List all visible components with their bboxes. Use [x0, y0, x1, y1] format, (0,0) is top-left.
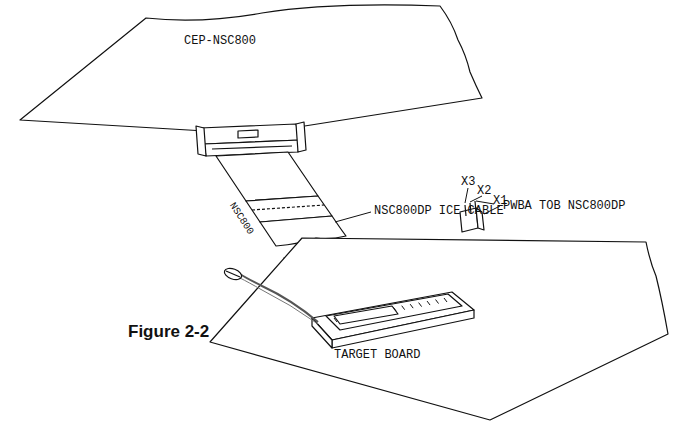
probe-adapter	[312, 292, 474, 348]
board-name: CEP-NSC800	[184, 34, 256, 48]
pin-stroke	[410, 304, 413, 308]
part-name: PWBA TOB NSC800DP	[503, 199, 625, 213]
part-name: NSC800DP ICE CABLE	[374, 204, 504, 218]
pin-stroke	[419, 303, 422, 307]
pin-stroke	[402, 306, 405, 310]
pin-stroke	[444, 298, 447, 302]
jumper-name: X3	[461, 175, 475, 189]
target-board	[210, 238, 668, 420]
board-name: TARGET BOARD	[334, 348, 420, 362]
pin-stroke	[436, 300, 439, 304]
jumper-name: X2	[477, 184, 491, 198]
pin-stroke	[427, 301, 430, 305]
clip-lead	[223, 266, 318, 324]
emulator-board	[20, 5, 482, 131]
cable-connector	[196, 122, 306, 156]
figure-caption: Figure 2-2	[128, 322, 209, 342]
cable-end	[334, 306, 398, 324]
